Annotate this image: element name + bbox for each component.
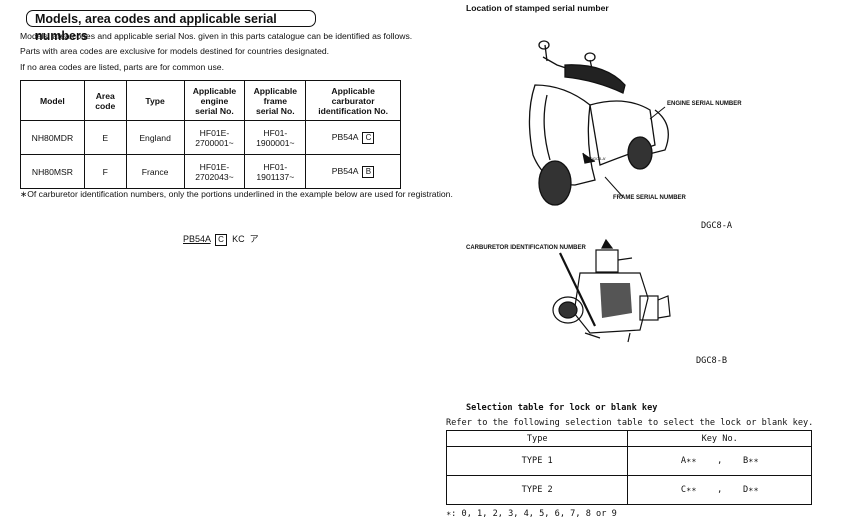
example-underlined: PB54A bbox=[183, 234, 211, 244]
cell-frame: HF01-1901137~ bbox=[244, 154, 307, 189]
header-type: Type bbox=[125, 80, 185, 121]
frame-serial-label: FRAME SERIAL NUMBER bbox=[613, 195, 686, 201]
carb-id-label: CARBURETOR IDENTIFICATION NUMBER bbox=[466, 245, 586, 251]
scooter-small-label: DGC8-A' bbox=[590, 156, 606, 161]
example-box: C bbox=[215, 234, 228, 246]
carburetor-illustration bbox=[552, 238, 671, 343]
cell-engine: HF01E-2700001~ bbox=[183, 120, 246, 155]
carb-note: ∗Of carburetor identification numbers, o… bbox=[20, 189, 453, 199]
example-rest-2: ア bbox=[249, 234, 259, 244]
engine-serial-label: ENGINE SERIAL NUMBER bbox=[667, 101, 742, 107]
selection-title: Selection table for lock or blank key bbox=[466, 403, 658, 413]
carb-box-label: C bbox=[362, 131, 375, 144]
key-selection-table: Type Key No. TYPE 1 A∗∗ , B∗∗ TYPE 2 C∗∗… bbox=[445, 430, 812, 505]
header-key-no: Key No. bbox=[627, 430, 812, 447]
cell-engine: HF01E-2702043~ bbox=[183, 154, 246, 189]
cell-type: TYPE 2 bbox=[445, 475, 629, 505]
scooter-caption: DGC8-A bbox=[701, 221, 733, 231]
cell-carb: PB54A C bbox=[305, 120, 401, 155]
selection-description: Refer to the following selection table t… bbox=[446, 418, 814, 428]
cell-model: NH80MSR bbox=[20, 154, 85, 189]
cell-model: NH80MDR bbox=[20, 120, 85, 155]
table-row: NH80MSR F France HF01E-2702043~ HF01-190… bbox=[20, 154, 401, 189]
cell-type: France bbox=[125, 154, 185, 189]
carb-example: PB54A C KC ア bbox=[183, 232, 259, 246]
scooter-illustration bbox=[528, 40, 669, 206]
example-rest-1: KC bbox=[232, 234, 245, 244]
table-row: NH80MDR E England HF01E-2700001~ HF01-19… bbox=[20, 120, 401, 155]
intro-line-1: Models, area codes and applicable serial… bbox=[20, 31, 413, 41]
header-model: Model bbox=[20, 80, 85, 121]
section-title: Models, area codes and applicable serial… bbox=[26, 10, 316, 43]
intro-line-2: Parts with area codes are exclusive for … bbox=[20, 46, 330, 56]
selection-footnote: ∗: 0, 1, 2, 3, 4, 5, 6, 7, 8 or 9 bbox=[446, 509, 617, 519]
cell-area: E bbox=[83, 120, 127, 155]
cell-key-no: A∗∗ , B∗∗ bbox=[627, 446, 812, 476]
cell-area: F bbox=[83, 154, 127, 189]
location-title: Location of stamped serial number bbox=[466, 3, 609, 13]
intro-line-3: If no area codes are listed, parts are f… bbox=[20, 62, 224, 72]
cell-frame: HF01-1900001~ bbox=[244, 120, 307, 155]
table-row: TYPE 1 A∗∗ , B∗∗ bbox=[445, 446, 812, 476]
cell-type: England bbox=[125, 120, 185, 155]
cell-key-no: C∗∗ , D∗∗ bbox=[627, 475, 812, 505]
carb-caption: DGC8-B bbox=[696, 356, 728, 366]
table-row: TYPE 2 C∗∗ , D∗∗ bbox=[445, 475, 812, 505]
cell-carb: PB54A B bbox=[305, 154, 401, 189]
key-header-row: Type Key No. bbox=[445, 430, 812, 447]
carb-box-label: B bbox=[362, 165, 375, 178]
cell-type: TYPE 1 bbox=[445, 446, 629, 476]
header-type: Type bbox=[445, 430, 629, 447]
